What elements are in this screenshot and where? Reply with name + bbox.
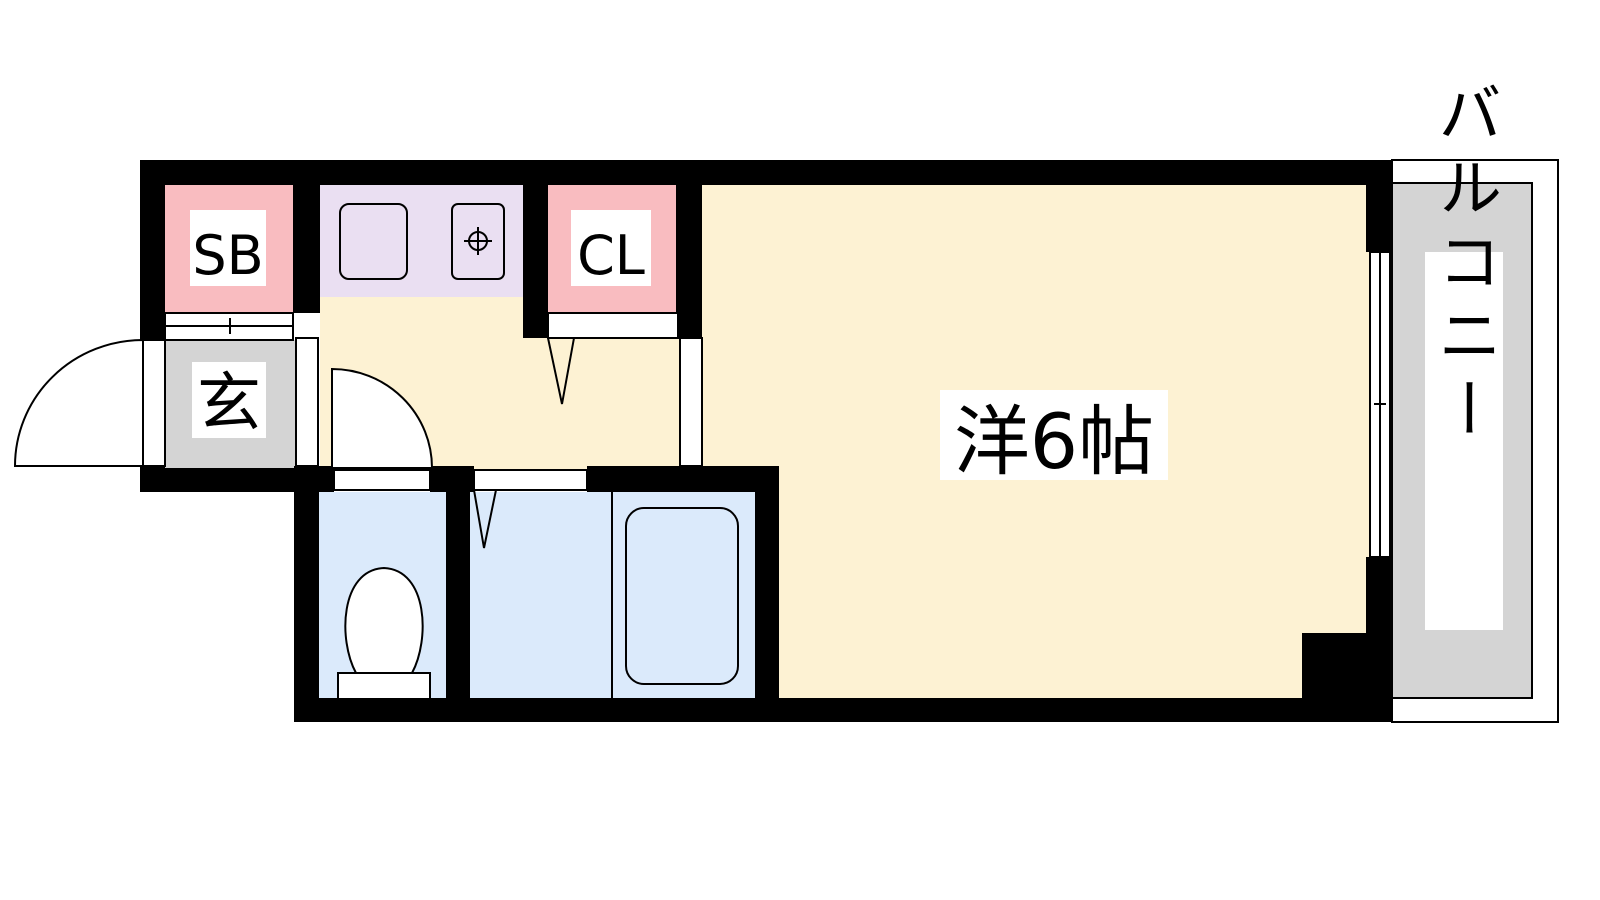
sink-icon <box>339 203 408 280</box>
walls <box>140 160 1392 722</box>
burner-icon <box>464 227 492 255</box>
shoe-box-label: SB <box>192 224 263 287</box>
western-room-label: 洋6帖 <box>954 397 1154 486</box>
shoe-box-label-bg <box>190 210 266 286</box>
closet-label-bg <box>571 210 651 286</box>
washroom-floor <box>470 492 615 702</box>
western-room-label-bg <box>940 390 1168 480</box>
bathtub-icon <box>625 507 739 685</box>
entrance-label-bg <box>192 362 266 438</box>
entrance-label: 玄 <box>197 367 261 441</box>
toilet-icon <box>337 566 431 698</box>
closet-label: CL <box>577 224 645 287</box>
entrance-door-swing <box>13 338 144 467</box>
balcony-label-bg <box>1425 252 1503 630</box>
balcony-label: バルコニー <box>1427 80 1501 440</box>
sliding-door-lines <box>165 252 1386 557</box>
washroom-door-mark <box>473 489 497 549</box>
closet-door-mark <box>547 337 575 405</box>
toilet-door-swing <box>331 367 434 469</box>
